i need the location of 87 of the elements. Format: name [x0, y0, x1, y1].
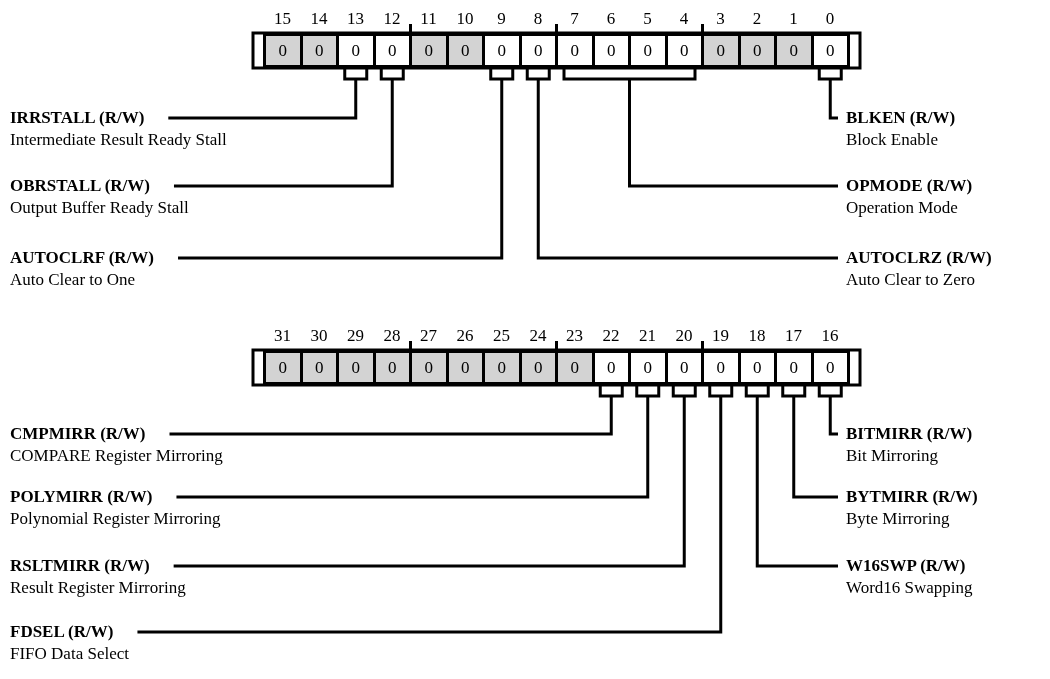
bit-number: 31 — [273, 326, 292, 346]
leader-line — [817, 66, 843, 120]
bit-cell: 0 — [409, 350, 449, 385]
bit-number: 18 — [747, 326, 767, 346]
field-name: FDSEL (R/W) — [10, 621, 114, 643]
bit-cell: 0 — [482, 33, 522, 68]
bit-cell: 0 — [263, 33, 303, 68]
field-description: COMPARE Register Mirroring — [10, 445, 223, 467]
field-description: Auto Clear to One — [10, 269, 136, 291]
bit-number: 19 — [711, 326, 730, 346]
bit-number: 29 — [346, 326, 365, 346]
leader-line — [817, 383, 843, 436]
bit-cell: 0 — [628, 33, 668, 68]
bit-number: 16 — [820, 326, 840, 346]
leader-line — [178, 66, 515, 260]
bit-number: 2 — [751, 9, 763, 29]
leader-line — [562, 66, 838, 188]
leader-line — [173, 383, 697, 568]
bit-cell: 0 — [482, 350, 522, 385]
leader-line — [176, 383, 661, 499]
field-description: Word16 Swapping — [846, 577, 973, 599]
bit-number: 17 — [784, 326, 803, 346]
bit-number: 28 — [382, 326, 402, 346]
bit-number: 13 — [346, 9, 365, 29]
field-name: IRRSTALL (R/W) — [10, 107, 145, 129]
leader-line — [137, 383, 734, 634]
field-name: AUTOCLRF (R/W) — [10, 247, 155, 269]
bit-number: 26 — [455, 326, 475, 346]
leader-line — [173, 66, 405, 188]
bit-number: 22 — [601, 326, 621, 346]
bit-number: 1 — [788, 9, 799, 29]
bit-number: 3 — [715, 9, 726, 29]
bit-cell: 0 — [409, 33, 449, 68]
bit-number: 25 — [492, 326, 511, 346]
field-name: OPMODE (R/W) — [846, 175, 973, 197]
field-description: Block Enable — [846, 129, 939, 151]
leader-line — [169, 383, 624, 436]
bit-number: 9 — [496, 9, 507, 29]
field-description: Result Register Mirroring — [10, 577, 186, 599]
bit-number: 4 — [678, 9, 690, 29]
leader-line — [525, 66, 838, 260]
field-name: POLYMIRR (R/W) — [10, 486, 153, 508]
bit-number: 0 — [824, 9, 836, 29]
bit-number: 30 — [309, 326, 329, 346]
leader-line — [781, 383, 838, 499]
field-description: Polynomial Register Mirroring — [10, 508, 221, 530]
field-name: RSLTMIRR (R/W) — [10, 555, 150, 577]
field-description: Output Buffer Ready Stall — [10, 197, 189, 219]
leader-line — [168, 66, 369, 120]
bit-cell: 0 — [628, 350, 668, 385]
bit-cell: 0 — [336, 33, 376, 68]
bit-cell: 0 — [701, 33, 741, 68]
field-name: CMPMIRR (R/W) — [10, 423, 146, 445]
field-description: FIFO Data Select — [10, 643, 129, 665]
bit-cell: 0 — [701, 350, 741, 385]
bit-cell: 0 — [555, 33, 595, 68]
bit-number: 23 — [565, 326, 584, 346]
field-description: Intermediate Result Ready Stall — [10, 129, 227, 151]
bit-number: 24 — [528, 326, 548, 346]
bit-number: 15 — [273, 9, 292, 29]
bit-cell: 0 — [336, 350, 376, 385]
bit-number: 12 — [382, 9, 402, 29]
bit-number: 10 — [455, 9, 475, 29]
field-description: Operation Mode — [846, 197, 958, 219]
field-name: BYTMIRR (R/W) — [846, 486, 978, 508]
bit-number: 11 — [419, 9, 438, 29]
field-description: Bit Mirroring — [846, 445, 939, 467]
bit-number: 5 — [642, 9, 653, 29]
bit-number: 7 — [569, 9, 580, 29]
field-name: AUTOCLRZ (R/W) — [846, 247, 992, 269]
bit-cell: 0 — [555, 350, 595, 385]
field-name: BITMIRR (R/W) — [846, 423, 973, 445]
field-description: Auto Clear to Zero — [846, 269, 975, 291]
bit-cell: 0 — [263, 350, 303, 385]
bit-number: 21 — [638, 326, 657, 346]
bit-cell: 0 — [774, 350, 814, 385]
bit-number: 8 — [532, 9, 544, 29]
bit-number: 20 — [674, 326, 694, 346]
bit-cell: 0 — [774, 33, 814, 68]
bit-number: 14 — [309, 9, 329, 29]
field-name: OBRSTALL (R/W) — [10, 175, 150, 197]
bit-number: 6 — [605, 9, 617, 29]
field-name: W16SWP (R/W) — [846, 555, 966, 577]
field-description: Byte Mirroring — [846, 508, 950, 530]
leader-line — [744, 383, 838, 568]
bit-number: 27 — [419, 326, 438, 346]
field-name: BLKEN (R/W) — [846, 107, 956, 129]
